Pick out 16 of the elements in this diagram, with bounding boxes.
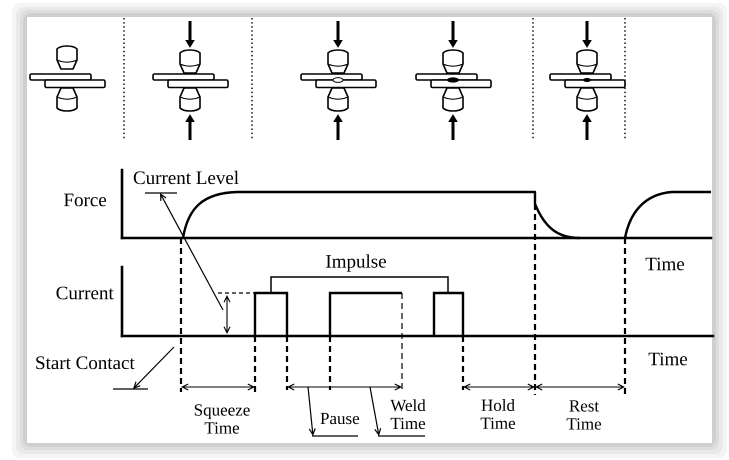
dimension-label: Squeeze Time [194,404,250,434]
axis-label: Time [646,258,684,270]
axis-label: Force [64,194,106,206]
dimension-label: Hold Time [480,399,516,429]
dimension-label: Rest Time [566,400,602,430]
annotation-label: Current Level [134,170,239,194]
leader-line [133,346,174,389]
annotation-label: Weld Time [378,399,426,437]
leader-line [369,386,382,436]
annotation-label: Pause [312,412,360,437]
annotation-label: Start Contact [36,356,148,390]
leader-line [160,193,224,310]
axis-label: Current [56,286,114,300]
bracket-label: Impulse [326,254,386,272]
leader-line [307,386,316,436]
axis-label: Time [648,352,688,366]
